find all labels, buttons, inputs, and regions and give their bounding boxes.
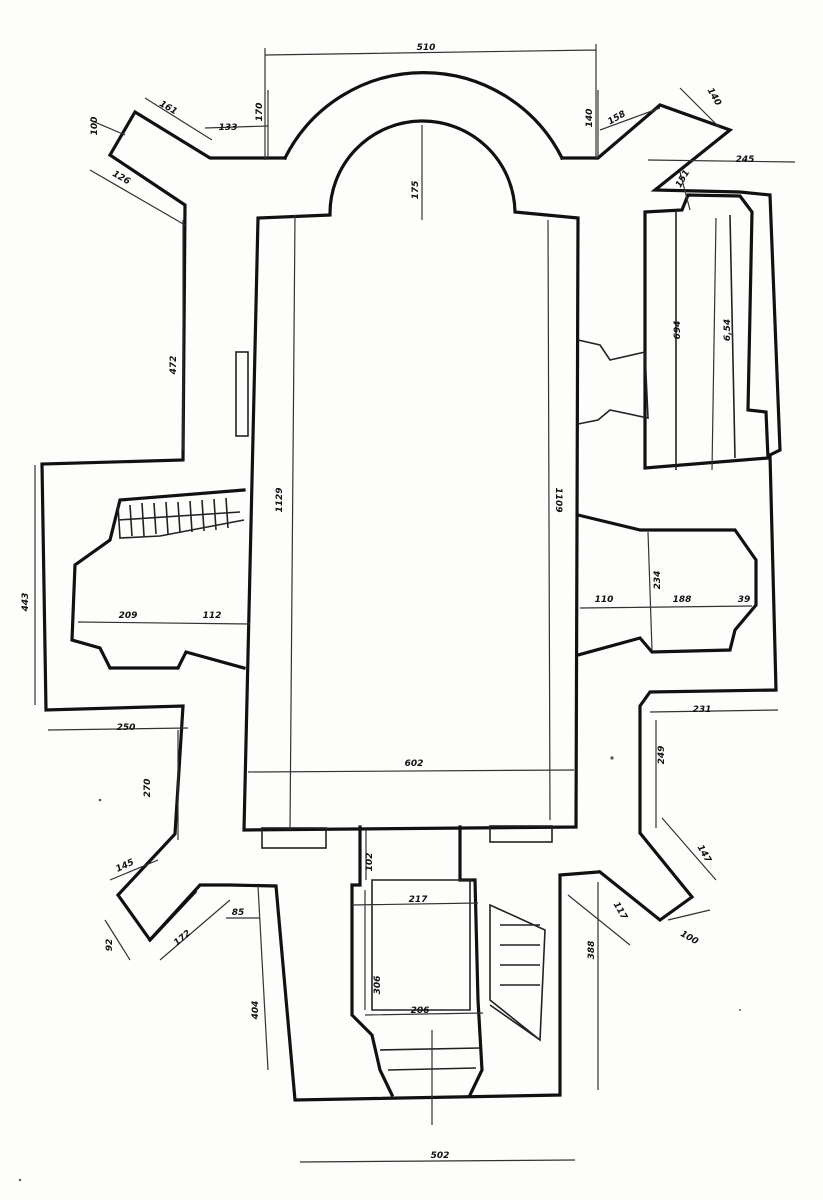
outer-walls bbox=[40, 70, 782, 1102]
dimension-label-e-188: 188 bbox=[673, 595, 692, 605]
sw-wing-wall bbox=[147, 870, 600, 1102]
dimension-label-ne-140a: 140 bbox=[585, 109, 595, 128]
nw-wing-wall bbox=[40, 109, 287, 943]
dimension-label-se-388: 388 bbox=[587, 941, 597, 960]
dimension-label-porch-102: 102 bbox=[365, 853, 375, 872]
west-stair bbox=[117, 497, 245, 539]
nave-wall bbox=[242, 119, 580, 832]
east-stair bbox=[489, 903, 546, 1042]
dimension-label-apse-width: 510 bbox=[417, 43, 436, 53]
dimension-label-sw-145: 145 bbox=[115, 858, 136, 875]
dimension-label-ne-245: 245 bbox=[736, 155, 755, 165]
dimension-label-e-110: 110 bbox=[595, 595, 614, 605]
west-annex-wall bbox=[70, 488, 246, 670]
dimension-label-nw-133: 133 bbox=[219, 123, 238, 133]
east-doorway bbox=[577, 339, 649, 425]
pier-block bbox=[489, 825, 553, 843]
dimension-label-sw-92: 92 bbox=[105, 939, 115, 952]
dimension-label-e-39: 39 bbox=[738, 595, 751, 605]
dimension-label-ne-694: 694 bbox=[673, 321, 683, 340]
dimension-label-se-117: 117 bbox=[611, 900, 629, 922]
paper-specks bbox=[18, 756, 741, 1182]
wall-niche bbox=[235, 351, 249, 437]
ne-room-wall bbox=[643, 193, 770, 470]
dimension-label-nave-len-left: 1129 bbox=[275, 487, 285, 512]
dimension-label-porch-217: 217 bbox=[409, 895, 429, 905]
dimension-label-se-231: 231 bbox=[693, 705, 712, 715]
dimension-label-nave-width: 602 bbox=[405, 759, 424, 769]
dimension-label-nw-diag: 161 bbox=[157, 99, 178, 117]
ne-wing-wall bbox=[560, 103, 782, 923]
pier-block bbox=[261, 827, 327, 849]
dimension-label-nw-170: 170 bbox=[255, 103, 265, 122]
porch-wall bbox=[350, 825, 484, 1098]
outer-apse-wall bbox=[282, 70, 565, 161]
dimension-label-w-209: 209 bbox=[119, 611, 138, 621]
dimension-label-nave-len-right: 1109 bbox=[553, 487, 563, 512]
dimension-label-sw-250: 250 bbox=[117, 723, 136, 733]
dimension-label-sw-404: 404 bbox=[251, 1001, 261, 1021]
dimension-label-nw-top: 100 bbox=[90, 117, 100, 136]
dimension-label-nw-472: 472 bbox=[169, 356, 179, 376]
dimension-label-base-width: 502 bbox=[431, 1151, 450, 1161]
dimension-label-ne-654: 6,54 bbox=[723, 319, 733, 341]
dimension-label-sw-270: 270 bbox=[143, 779, 153, 798]
dimension-label-w-112: 112 bbox=[203, 611, 222, 621]
east-annex-wall bbox=[576, 513, 758, 657]
dimension-label-apse-depth: 175 bbox=[411, 181, 421, 200]
dimension-label-se-249: 249 bbox=[657, 746, 667, 765]
dimension-label-w-443: 443 bbox=[21, 593, 31, 613]
dimension-label-nw-126: 126 bbox=[110, 169, 131, 187]
dimension-label-e-234: 234 bbox=[653, 571, 663, 590]
dimension-lines bbox=[34, 44, 796, 1163]
dimension-label-sw-172: 172 bbox=[172, 929, 193, 949]
dimension-label-porch-206: 206 bbox=[411, 1006, 430, 1016]
dimension-label-porch-306: 306 bbox=[373, 976, 383, 995]
dimension-label-sw-85: 85 bbox=[232, 908, 245, 918]
dimension-label-ne-158: 158 bbox=[606, 109, 627, 127]
dimension-label-ne-140b: 140 bbox=[705, 86, 723, 107]
dimension-label-se-147: 147 bbox=[695, 843, 713, 865]
ne-room-inner bbox=[675, 212, 736, 470]
porch-inner bbox=[371, 879, 481, 1071]
dimension-label-se-100: 100 bbox=[678, 929, 699, 947]
